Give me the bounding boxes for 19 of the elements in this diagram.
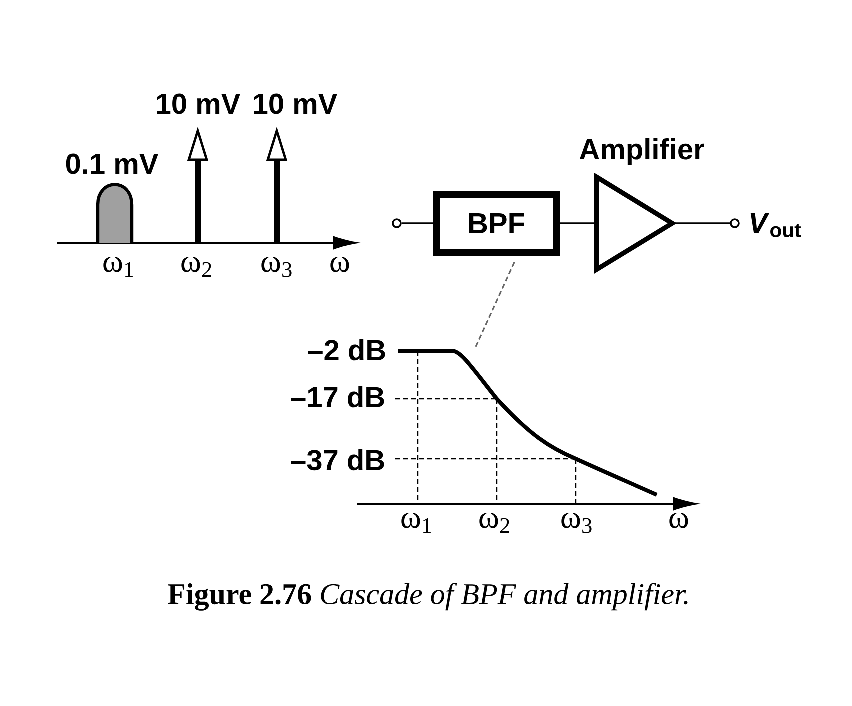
- response-curve: [398, 349, 658, 497]
- amplitude-label: 10 mV: [254, 94, 338, 114]
- frequency-label: ω: [670, 513, 688, 528]
- frequency-label: ω: [330, 257, 350, 272]
- output-label: V$_{out}$: [750, 213, 802, 238]
- leader-line: [474, 262, 516, 349]
- input-terminal: [392, 218, 402, 228]
- connector-line: [560, 222, 597, 224]
- connector-line: [672, 222, 730, 224]
- amplifier-label: Amplifier: [580, 138, 704, 166]
- gain-label: –2 dB: [308, 339, 386, 361]
- filter-box: BPF: [433, 191, 560, 256]
- frequency-label: ω$_{2}$: [182, 257, 212, 278]
- frequency-label: ω$_{3}$: [262, 257, 292, 278]
- connector-line: [402, 222, 433, 224]
- amplitude-label: 10 mV: [157, 94, 240, 114]
- figure-caption: Figure 2.76 Cascade of BPF and amplifier.: [168, 583, 688, 611]
- amplitude-label: 0.1 mV: [66, 154, 159, 174]
- frequency-label: ω$_{1}$: [104, 257, 134, 278]
